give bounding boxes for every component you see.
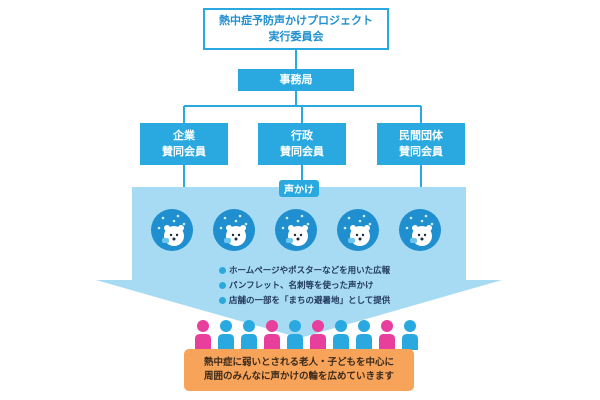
member-type: 行政 [291,129,313,143]
activity-text: 店舗の一部を「まちの避暑地」として提供 [229,296,391,306]
bullet-dot-icon [219,296,226,304]
person-icon [356,320,372,350]
activity-text: ホームページやポスターなどを用いた広報 [229,266,391,276]
member-box-government: 行政 賛同会員 [258,123,346,165]
member-role: 賛同会員 [162,145,206,158]
office-label: 事務局 [279,73,313,87]
polar-bear-icon [275,209,317,251]
bullet-dot-icon [219,281,226,289]
member-box-corporate: 企業 賛同会員 [140,123,228,165]
activity-item: 店舗の一部を「まちの避暑地」として提供 [219,294,390,306]
activity-text: パンフレット、名刺等を使った声かけ [229,281,374,291]
target-message-line2: 周囲のみんなに声かけの輪を広めていきます [203,371,394,382]
polar-bear-icon [151,209,193,251]
person-icon [264,320,280,350]
person-icon [333,320,349,350]
office-box: 事務局 [238,69,354,91]
member-box-private-org: 民間団体 賛同会員 [377,123,465,165]
polar-bear-icon [337,209,379,251]
mascot-row [151,209,441,251]
person-icon [241,320,257,350]
people-row [195,320,418,350]
committee-title: 熱中症予防声かけプロジェクト [219,14,373,28]
person-icon [310,320,326,350]
person-icon [218,320,234,350]
bullet-dot-icon [219,266,226,274]
member-type: 民間団体 [399,129,443,143]
person-icon [287,320,303,350]
polar-bear-icon [399,209,441,251]
target-message-box: 熱中症に弱いとされる老人・子どもを中心に 周囲のみんなに声かけの輪を広めていきま… [184,349,414,391]
member-role: 賛同会員 [280,145,324,158]
person-icon [195,320,211,350]
member-type: 企業 [173,129,195,143]
committee-subtitle: 実行委員会 [268,30,324,43]
voice-label: 声かけ [279,180,319,197]
target-message-line1: 熱中症に弱いとされる老人・子どもを中心に [203,356,394,368]
person-icon [379,320,395,350]
activity-item: ホームページやポスターなどを用いた広報 [219,264,390,276]
person-icon [402,320,418,350]
connector-lines [183,50,422,187]
member-role: 賛同会員 [399,145,443,158]
polar-bear-icon [213,209,255,251]
activity-item: パンフレット、名刺等を使った声かけ [219,279,374,291]
committee-box: 熱中症予防声かけプロジェクト 実行委員会 [203,8,389,50]
